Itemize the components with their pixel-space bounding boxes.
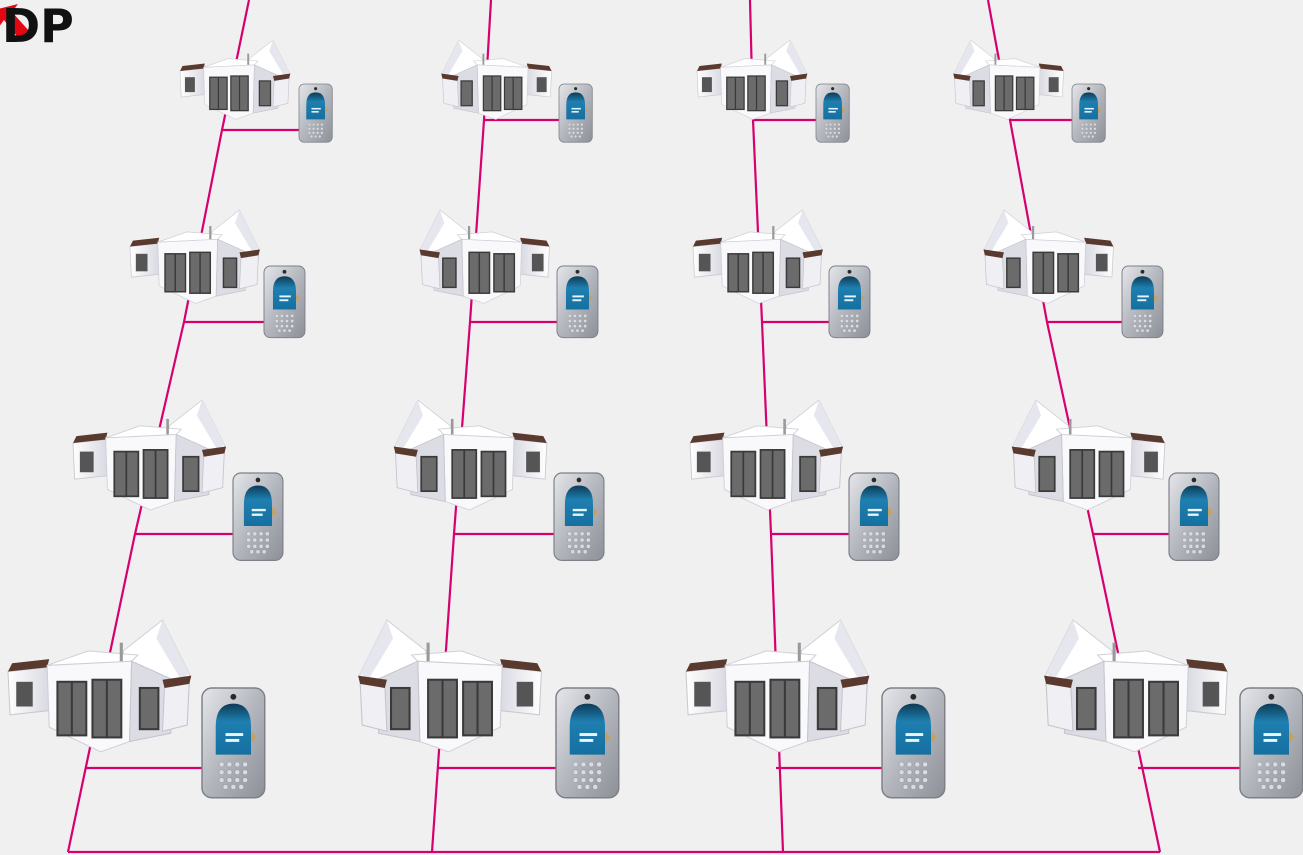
door-entry-panel-icon — [556, 688, 619, 798]
house-icon — [1012, 400, 1165, 510]
door-entry-panel-icon — [816, 84, 849, 142]
door-entry-panel-icon — [557, 266, 598, 338]
door-entry-panel-icon — [554, 473, 604, 560]
house-icon — [130, 210, 260, 303]
door-entry-panel-icon — [849, 473, 899, 560]
door-entry-panel-icon — [1122, 266, 1163, 338]
door-entry-panel-icon — [264, 266, 305, 338]
house-icon — [441, 40, 551, 119]
door-entry-panel-icon — [1169, 473, 1219, 560]
house-icon — [1044, 620, 1227, 752]
door-entry-panel-icon — [202, 688, 265, 798]
house-icon — [358, 620, 541, 752]
door-entry-panel-icon — [829, 266, 870, 338]
door-entry-panel-icon — [299, 84, 332, 142]
door-entry-panel-icon — [559, 84, 592, 142]
house-icon — [180, 40, 290, 119]
house-icon — [8, 620, 191, 752]
brand-logo: DP — [0, 0, 80, 50]
house-icon — [686, 620, 869, 752]
door-entry-panel-icon — [1240, 688, 1303, 798]
house-icon — [419, 210, 549, 303]
house-icon — [953, 40, 1063, 119]
house-icon — [73, 400, 226, 510]
logo-text: DP — [2, 0, 74, 50]
door-entry-panel-icon — [1072, 84, 1105, 142]
house-icon — [394, 400, 547, 510]
door-entry-panel-icon — [233, 473, 283, 560]
house-icon — [983, 210, 1113, 303]
door-entry-panel-icon — [882, 688, 945, 798]
building-nodes — [8, 40, 1303, 798]
